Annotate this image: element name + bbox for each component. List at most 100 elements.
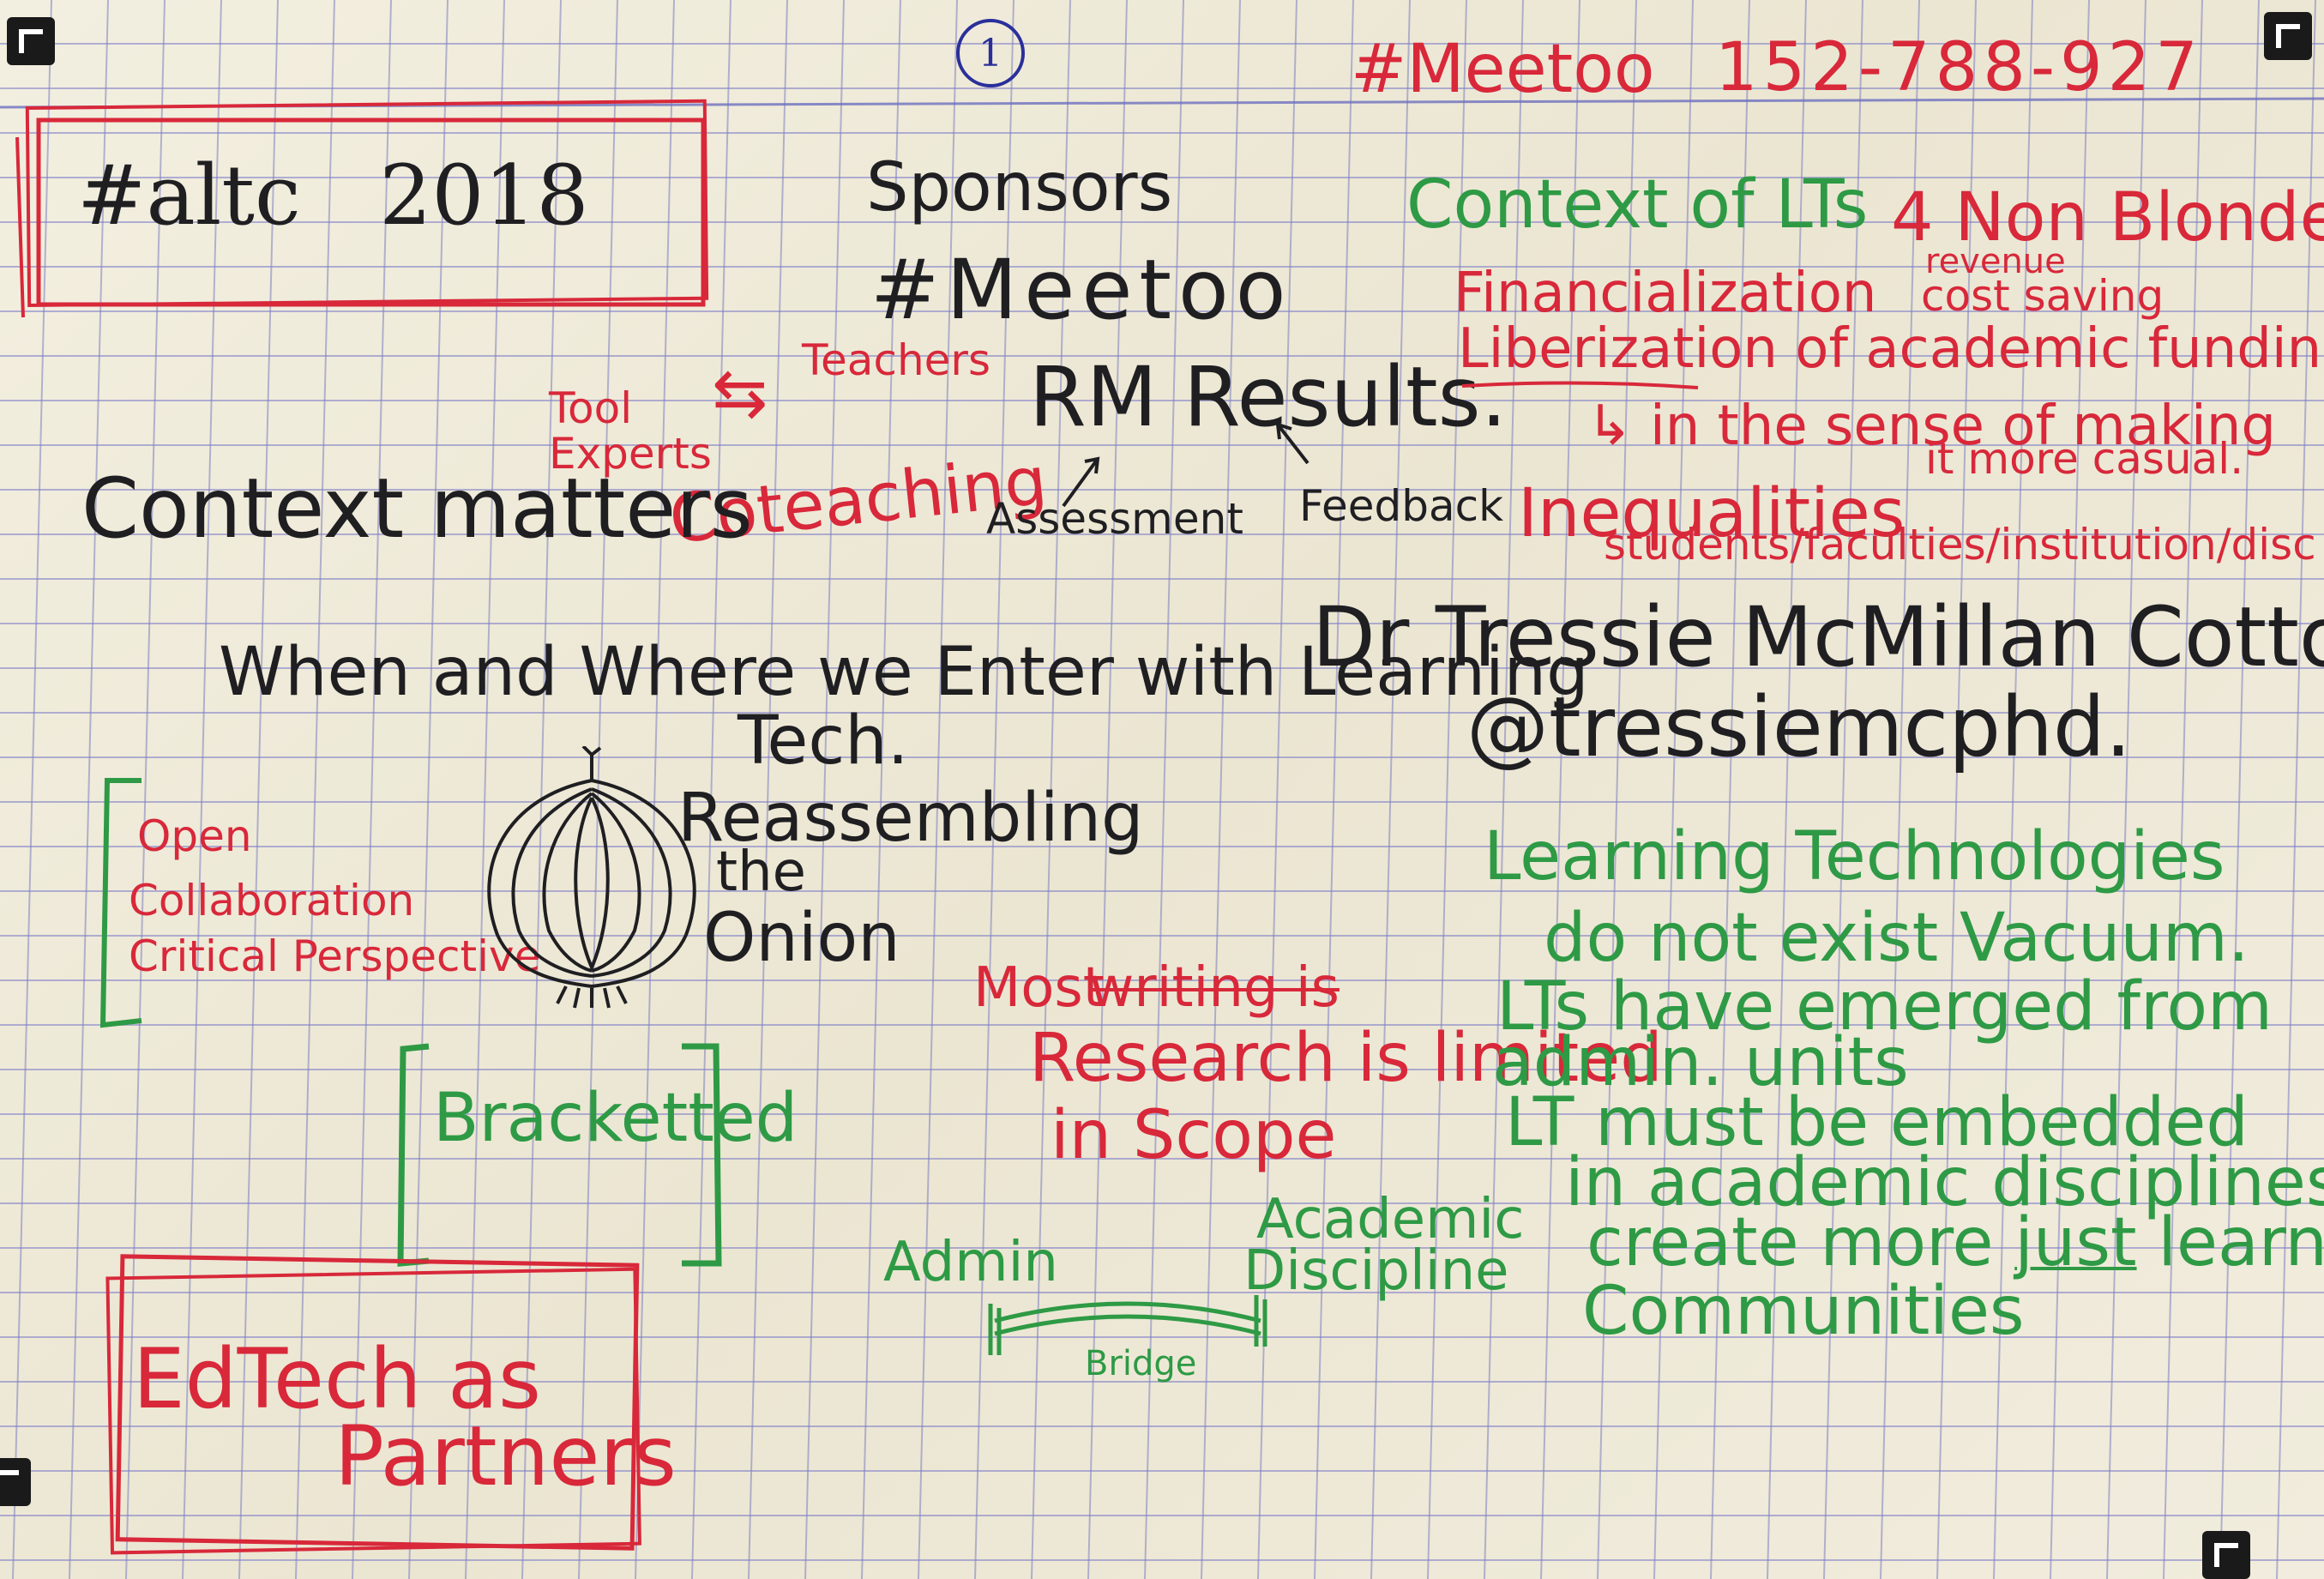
ruling-line [804, 0, 845, 1579]
edtech-box-frame [105, 1254, 641, 1555]
rm-results: RM Results. [1029, 349, 1508, 445]
ruling-line [1653, 0, 1694, 1579]
lt-note-7: create more just learning [1586, 1209, 2324, 1276]
ruling-line [1993, 0, 2033, 1579]
lt-note-2: do not exist Vacuum. [1544, 900, 2249, 977]
ruling-line [408, 0, 449, 1579]
corner-marker-bottom-right [2202, 1531, 2250, 1579]
ruling-line [861, 0, 901, 1579]
when-where-line1: When and Where we Enter with Learning [219, 634, 1589, 711]
bracketted-brackets [397, 1043, 722, 1267]
ruling-line [635, 0, 675, 1579]
liberization-underline [1462, 381, 1699, 389]
ruling-line [1314, 0, 1354, 1579]
teachers-label: Teachers [802, 335, 990, 385]
left-green-bracket [99, 778, 142, 1028]
ruling-line [2219, 0, 2260, 1579]
page-number-circle: 1 [956, 19, 1025, 87]
ruling-line [125, 0, 166, 1579]
edtech-line2: Partners [334, 1408, 677, 1504]
ruling-line [1031, 0, 1071, 1579]
ruling-line [918, 0, 958, 1579]
context-lts-heading: Context of LTs [1406, 166, 1869, 244]
ruling-line [1540, 0, 1580, 1579]
financialization: Financialization [1454, 262, 1877, 325]
tool-teachers-arrows: ⇆ [712, 355, 768, 432]
ruling-line [1767, 0, 1807, 1579]
research-limited: Research is limited [1029, 1020, 1663, 1097]
sponsors-label: Sponsors [866, 149, 1173, 226]
most-label: Most [973, 956, 1105, 1020]
ruling-line [1823, 0, 1863, 1579]
edtech-line1: EdTech as [133, 1331, 541, 1427]
assessment-label: Assessment [986, 494, 1243, 544]
corner-marker-top-left [7, 17, 55, 65]
lt-note-7-just: just [2014, 1204, 2137, 1281]
ruling-line [1880, 0, 1920, 1579]
lt-note-7c: learning [2158, 1204, 2324, 1281]
bracketted-label: Bracketted [433, 1080, 798, 1157]
bridge-drawing [988, 1295, 1267, 1355]
ruling-line [1936, 0, 1977, 1579]
when-where-line2: Tech. [738, 702, 909, 780]
rm-arrows [1062, 422, 1310, 508]
onion-line3: Onion [703, 900, 900, 977]
ruling-line [1710, 0, 1750, 1579]
onion-line1: Reassembling [677, 780, 1144, 857]
ruling-line [974, 0, 1014, 1579]
ruling-line [521, 0, 562, 1579]
ruling-line [69, 0, 109, 1579]
ruling-line [1370, 0, 1411, 1579]
ruling-line [1484, 0, 1524, 1579]
context-matters: Context matters [81, 461, 753, 557]
in-scope: in Scope [1051, 1097, 1337, 1174]
liberization-line: Liberization of academic funding & Labo [1458, 317, 2324, 381]
ruling-line [182, 0, 222, 1579]
bridge-discipline: Discipline [1243, 1239, 1509, 1303]
ruling-line [295, 0, 335, 1579]
struck-text: writing is [1089, 956, 1340, 1020]
bridge-label: Bridge [1085, 1344, 1197, 1383]
inequality-groups: students/faculties/institution/disc [1604, 520, 2316, 570]
ruling-line [1201, 0, 1241, 1579]
lt-note-7a: create more [1586, 1204, 2015, 1281]
bridge-admin: Admin [883, 1231, 1058, 1294]
left-list-critical: Critical Perspective [129, 931, 541, 981]
corner-marker-top-right [2264, 12, 2312, 60]
inequalities-label: Inequalities [1518, 475, 1906, 552]
sponsors-hashtag: #Meetoo [870, 242, 1293, 338]
header-hashtag: #Meetoo [1351, 31, 1655, 108]
tool-experts: Tool Experts [549, 383, 712, 479]
lt-note-5: LT must be embedded [1505, 1084, 2249, 1161]
ruling-line [691, 0, 732, 1579]
lt-note-6: in academic disciplines to [1565, 1144, 2324, 1221]
speaker-name: Dr Tressie McMillan Cottom [1312, 589, 2324, 685]
bridge-academic: Academic [1256, 1188, 1525, 1251]
header-number: 152-788-927 [1715, 29, 2203, 106]
lt-note-3: LTs have emerged from [1496, 968, 2273, 1046]
casual-line: it more casual. [1925, 434, 2244, 484]
onion-drawing [487, 746, 696, 1009]
page-number: 1 [978, 31, 1002, 75]
lt-note-4: admin. units [1492, 1024, 1909, 1101]
title-box-frame [15, 99, 709, 318]
ruling-line [465, 0, 505, 1579]
lt-note-8: Communities [1582, 1273, 2025, 1350]
left-list-collaboration: Collaboration [129, 876, 415, 925]
onion-line2: the [716, 841, 807, 904]
lt-note-1: Learning Technologies [1484, 818, 2225, 895]
cost-saving-label: cost saving [1921, 271, 2164, 321]
revenue-label: revenue [1925, 242, 2066, 281]
ruling-line [352, 0, 392, 1579]
ruling-line [2276, 0, 2316, 1579]
ruling-line [1597, 0, 1637, 1579]
speaker-handle: @tressiemcphd. [1466, 679, 2132, 775]
title-box-text: #altc 2018 [77, 148, 589, 244]
left-list-open: Open [137, 811, 252, 861]
ruling-line [12, 0, 52, 1579]
ruling-line [748, 0, 788, 1579]
ruling-line [1427, 0, 1467, 1579]
ruling-line [2163, 0, 2203, 1579]
ruling-line [578, 0, 618, 1579]
